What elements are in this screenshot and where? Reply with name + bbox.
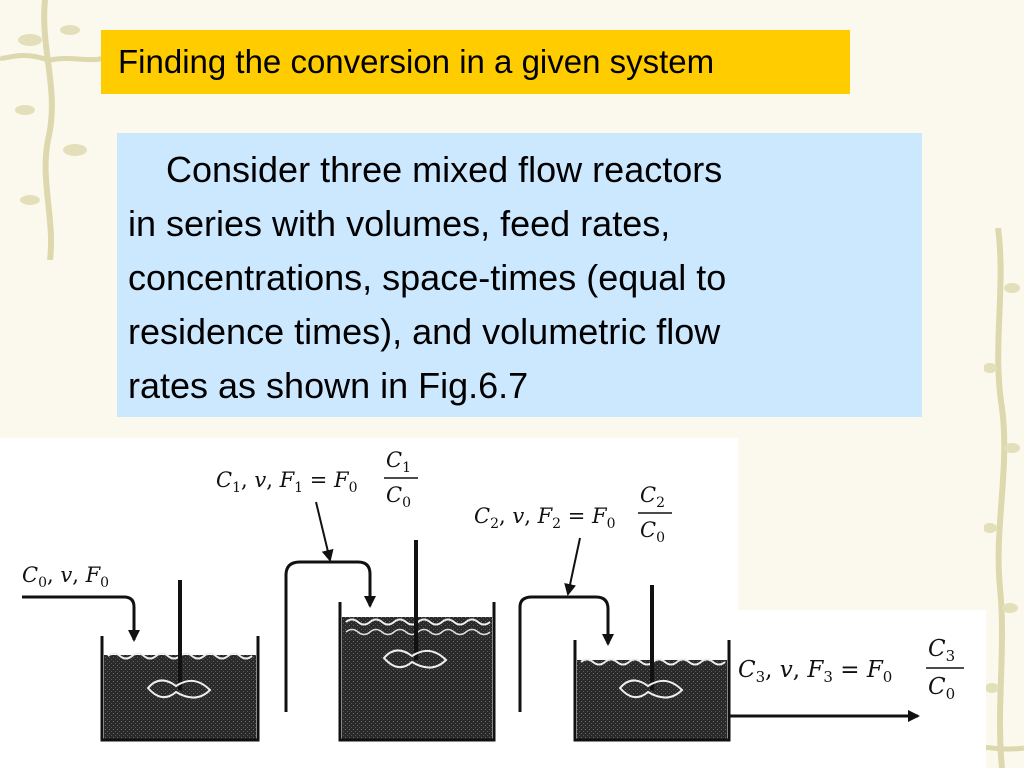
reactor-1-impeller (146, 679, 212, 699)
svg-text:C1: C1 (386, 448, 411, 476)
stream-1-pointer (315, 501, 334, 562)
body-line-1: Consider three mixed flow reactors (166, 149, 723, 190)
background-vine-right (984, 228, 1020, 768)
stream-2-label: C2, v, F2 = F0 C2 C0 (474, 483, 672, 546)
stream-2-pointer (564, 537, 581, 596)
background-vine-left (0, 0, 112, 260)
stream-1-label: C1, v, F1 = F0 C1 C0 (216, 448, 418, 511)
svg-text:C2: C2 (640, 483, 665, 511)
feed-pipe (22, 595, 140, 642)
body-line-5: rates as shown in Fig.6.7 (128, 365, 529, 406)
body-line-3: concentrations, space-times (equal to (128, 257, 727, 298)
body-line-4: residence times), and volumetric flow (128, 311, 721, 352)
svg-text:C0: C0 (640, 518, 665, 546)
reactor-3 (573, 585, 731, 742)
figure-background-output (738, 610, 986, 768)
reactor-3-impeller (618, 679, 684, 699)
feed-label: C0, v, F0 (22, 563, 109, 591)
slide-title: Finding the conversion in a given system (101, 30, 850, 94)
reactor-3-tank (573, 640, 731, 742)
svg-text:C0: C0 (386, 483, 411, 511)
reactor-2-tank (338, 602, 496, 742)
pipe-1-to-2 (284, 560, 376, 712)
svg-text:C1, v, F1 = F0: C1, v, F1 = F0 (216, 468, 358, 496)
svg-text:C3, v, F3 = F0: C3, v, F3 = F0 (738, 657, 892, 686)
reactor-2-impeller (382, 649, 448, 669)
reactor-2 (338, 540, 496, 742)
reactor-1 (100, 580, 260, 742)
stream-3-label: C3, v, F3 = F0 C3 C0 (738, 636, 964, 703)
svg-text:C0: C0 (928, 674, 955, 703)
body-text-box: Consider three mixed flow reactors in se… (117, 133, 922, 417)
pipe-2-to-3 (518, 595, 614, 712)
svg-text:C3: C3 (928, 636, 955, 665)
reactor-1-tank (100, 636, 260, 742)
body-line-2: in series with volumes, feed rates, (128, 203, 671, 244)
svg-text:C2, v, F2 = F0: C2, v, F2 = F0 (474, 504, 616, 532)
slide-title-text: Finding the conversion in a given system (118, 43, 715, 80)
